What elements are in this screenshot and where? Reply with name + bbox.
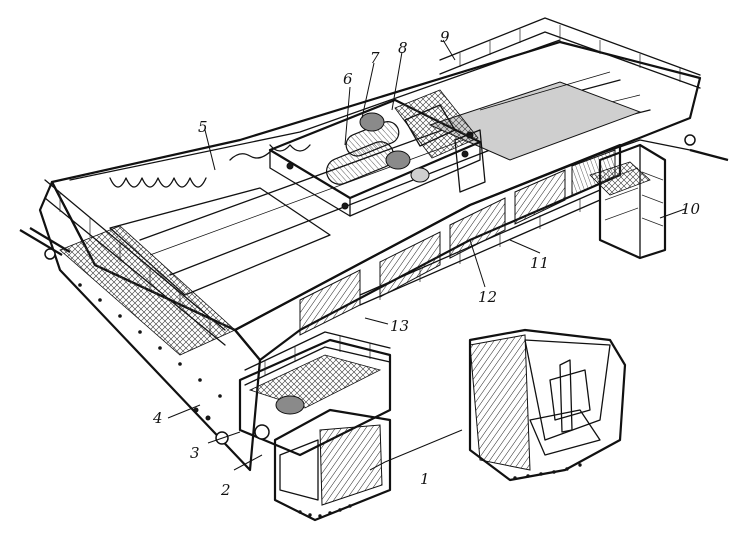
callout-10: 10 xyxy=(681,200,701,218)
trolley-side-box xyxy=(454,129,486,193)
ladder-tower xyxy=(587,139,691,260)
callout-5: 5 xyxy=(198,118,208,136)
leader-lines xyxy=(167,39,686,471)
operator-cab xyxy=(273,408,392,522)
callout-labels: 1 2 3 4 5 6 7 8 9 10 11 12 13 xyxy=(152,28,701,499)
callout-7: 7 xyxy=(370,49,380,67)
hoist-drum xyxy=(326,121,400,185)
callout-3: 3 xyxy=(190,444,200,462)
trolley xyxy=(268,89,482,217)
front-girder xyxy=(233,143,622,362)
far-right-walkway xyxy=(439,17,729,162)
callout-4: 4 xyxy=(152,409,163,427)
left-end-beam xyxy=(19,179,262,472)
callout-6: 6 xyxy=(343,70,353,88)
callout-1: 1 xyxy=(420,470,430,488)
cable-festoon xyxy=(69,39,561,188)
callout-13: 13 xyxy=(390,317,409,335)
callout-12: 12 xyxy=(478,288,497,306)
callout-9: 9 xyxy=(440,28,450,46)
hoist-motor xyxy=(359,112,430,183)
callout-2: 2 xyxy=(220,481,231,499)
end-carriage-platform xyxy=(215,331,392,457)
callout-11: 11 xyxy=(530,254,549,272)
cab-cutaway-inset xyxy=(468,328,627,482)
callout-8: 8 xyxy=(398,39,408,57)
